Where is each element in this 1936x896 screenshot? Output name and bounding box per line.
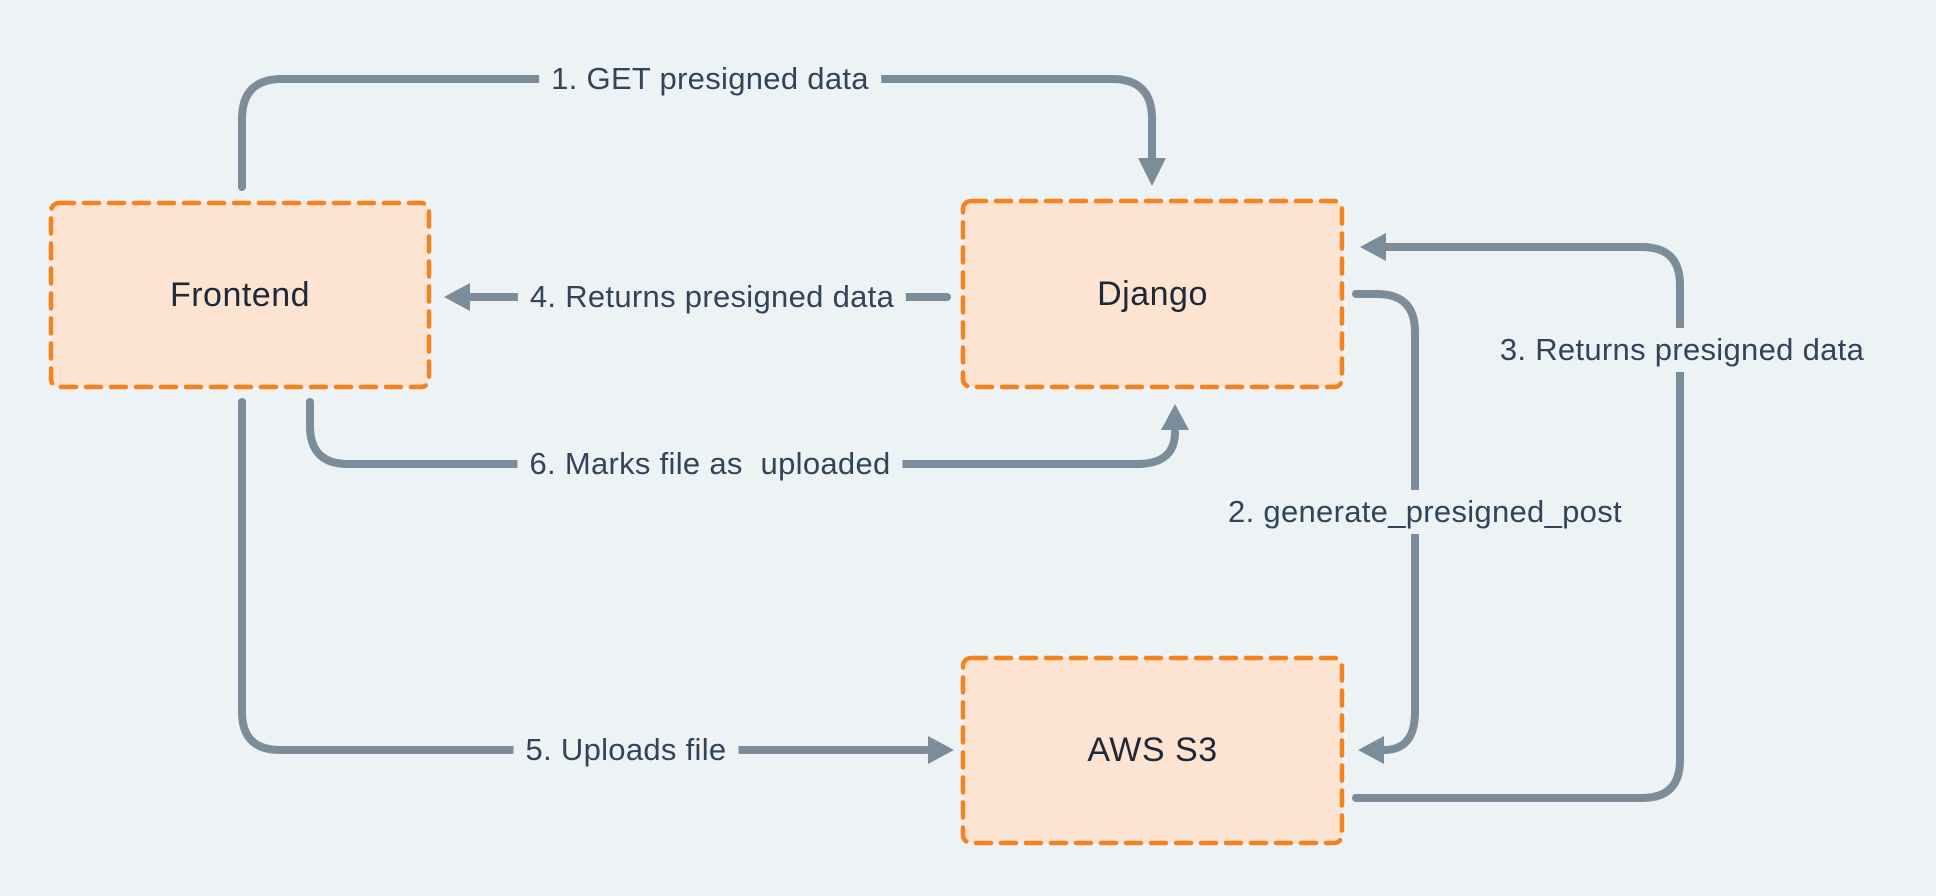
node-frontend: Frontend [48, 200, 432, 390]
node-frontend-label: Frontend [169, 275, 311, 314]
node-aws-s3-rect [960, 655, 1345, 846]
edge-label-6: 6. Marks file as uploaded [517, 442, 903, 486]
edge-2-line [1352, 290, 1419, 754]
edge-1-arrowhead [1138, 158, 1166, 186]
node-frontend-box [48, 200, 432, 390]
node-django-label: Django [1097, 274, 1208, 313]
node-django-box [960, 198, 1345, 390]
edge-5-arrowhead [928, 736, 954, 764]
edge-2-arrowhead [1358, 736, 1384, 764]
edge-label-3: 3. Returns presigned data [1487, 328, 1877, 372]
node-django-rect [960, 198, 1345, 390]
edge-label-2: 2. generate_presigned_post [1216, 490, 1634, 534]
edge-3-arrowhead [1360, 233, 1386, 261]
edge-6-line [306, 398, 1179, 468]
edge-6-arrowhead [1161, 404, 1189, 430]
edge-label-5: 5. Uploads file [513, 728, 739, 772]
node-frontend-rect [48, 200, 432, 390]
node-aws-s3-box [960, 655, 1345, 846]
edge-label-1: 1. GET presigned data [539, 57, 881, 101]
node-aws-s3-label: AWS S3 [1087, 731, 1218, 769]
node-django: Django [960, 198, 1345, 390]
edge-label-4: 4. Returns presigned data [517, 275, 907, 319]
edge-5-line [238, 398, 930, 754]
edge-4-arrowhead [444, 283, 470, 311]
edge-3-line [1352, 243, 1684, 802]
node-aws-s3: AWS S3 [960, 655, 1345, 846]
